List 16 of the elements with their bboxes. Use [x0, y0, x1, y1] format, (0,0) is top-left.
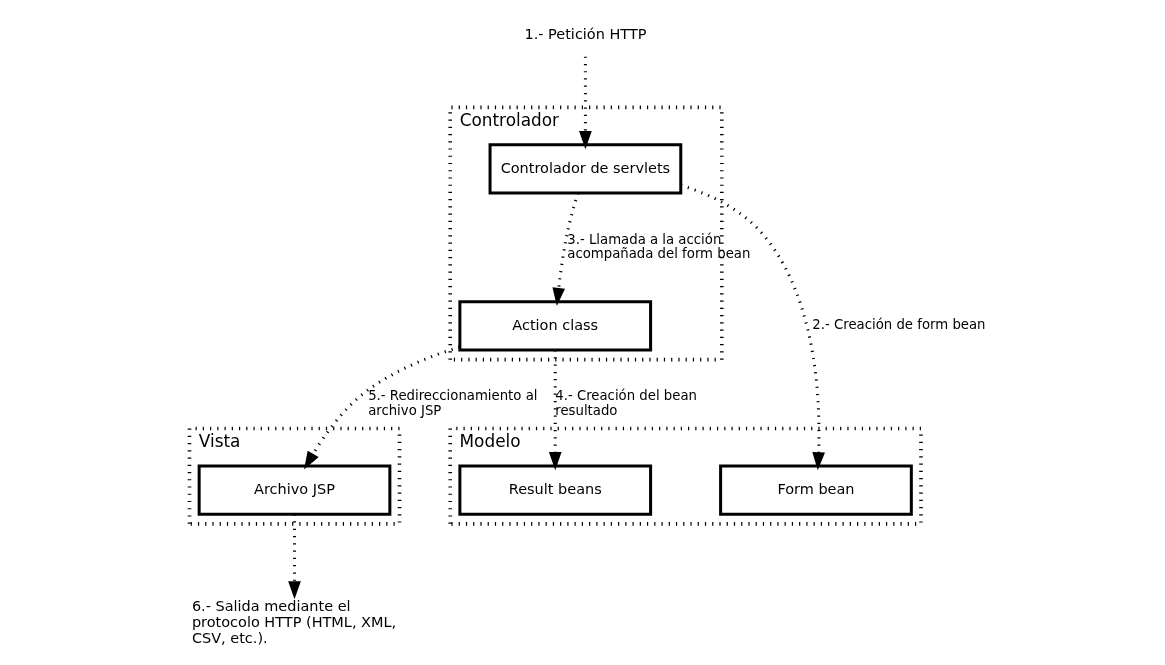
node-box: Form bean	[718, 464, 913, 516]
edge-label: 4.- Creación del bean resultado	[554, 388, 697, 418]
arrow	[551, 192, 579, 307]
arrow	[303, 345, 460, 470]
arrow	[578, 56, 592, 150]
arrow	[679, 183, 825, 471]
edge-label: 5.- Redireccionamiento al archivo JSP	[367, 388, 537, 418]
node-box: Action class	[457, 300, 652, 352]
node-box: Result beans	[457, 464, 652, 516]
edge-label: 2.- Creación de form bean	[811, 317, 986, 333]
arrow	[287, 514, 301, 600]
node-box: Archivo JSP	[197, 464, 391, 516]
node-text: 6.- Salida mediante el protocolo HTTP (HTML, XML, CSV, etc.).	[191, 598, 396, 646]
node-box: Controlador de servlets	[488, 143, 682, 195]
node-text: 1.- Petición HTTP	[523, 25, 647, 42]
arrow	[548, 350, 562, 471]
